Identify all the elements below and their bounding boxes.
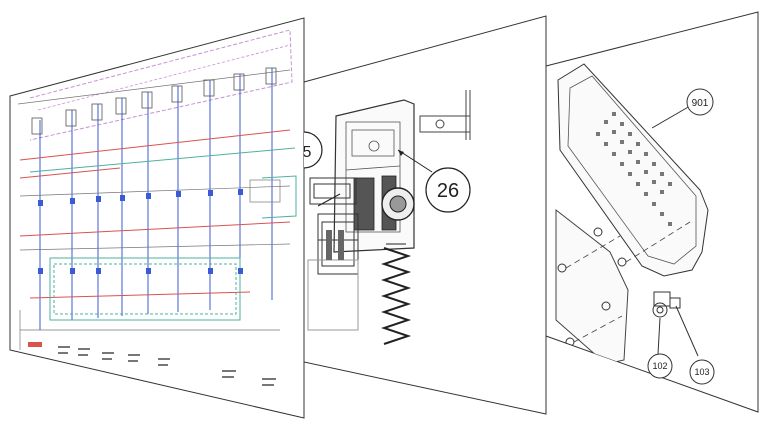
callout-103-bubble [689, 359, 715, 385]
callout-102-bubble [647, 353, 673, 379]
callout-102-label: 102 [652, 361, 667, 371]
housing-drawing [547, 63, 709, 365]
callout-103-label: 103 [694, 367, 709, 377]
schematic-panel [9, 17, 305, 419]
callout-5-label: 5 [303, 144, 312, 161]
callout-5-bubble [303, 131, 323, 169]
callout-901-bubble [686, 88, 714, 116]
callout-26-bubble [425, 167, 471, 213]
mechanism-drawing [307, 90, 471, 345]
housing-panel: 901 102 103 [545, 11, 759, 413]
mechanism-panel: 26 5 [303, 15, 547, 415]
schematic-wiring [17, 29, 297, 386]
callout-26-label: 26 [437, 180, 459, 202]
callout-901-label: 901 [692, 98, 709, 109]
